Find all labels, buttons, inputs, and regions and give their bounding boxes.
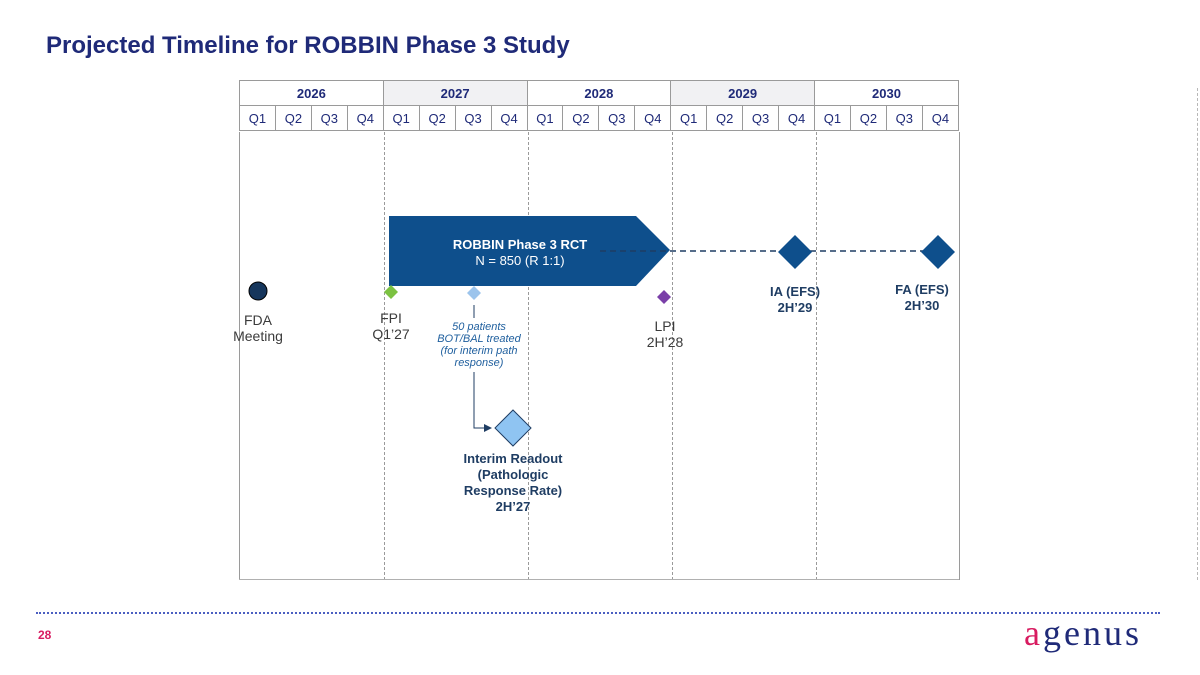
timeline-header-grid: 2026 2027 2028 2029 2030 Q1 Q2 Q3 Q4 Q1 … [239, 80, 960, 131]
quarter-cell: Q4 [346, 105, 384, 131]
quarter-cell: Q3 [885, 105, 923, 131]
quarter-cell: Q4 [490, 105, 528, 131]
fpi-label-line2: Q1’27 [372, 326, 410, 342]
fa-label-line1: FA (EFS) [895, 282, 949, 297]
timeline-baseline [239, 579, 959, 580]
page-title: Projected Timeline for ROBBIN Phase 3 St… [46, 32, 570, 59]
quarter-cell: Q1 [382, 105, 420, 131]
patients-label-line4: response) [454, 357, 504, 369]
fa-label-line2: 2H’30 [904, 298, 940, 313]
year-2030: 2030 [814, 80, 959, 106]
lpi-diamond-marker [657, 290, 671, 304]
quarter-cell: Q3 [310, 105, 348, 131]
quarter-cell: Q2 [418, 105, 456, 131]
interim-label-line2: (Pathologic [477, 467, 549, 482]
right-edge-line [1197, 88, 1198, 580]
quarter-cell: Q1 [670, 105, 708, 131]
quarter-cell: Q4 [778, 105, 815, 131]
patients-label: 50 patients BOT/BAL treated (for interim… [419, 321, 539, 369]
fda-label-line2: Meeting [233, 328, 283, 344]
rct-title: ROBBIN Phase 3 RCT [452, 237, 588, 252]
page-number: 28 [38, 628, 52, 642]
year-divider-line [239, 132, 240, 580]
ia-diamond-marker [778, 235, 812, 269]
interim-label-line3: Response Rate) [463, 483, 563, 498]
footer-divider [36, 612, 1160, 614]
lpi-label-line1: LPI [654, 318, 676, 334]
fpi-label: FPI Q1’27 [351, 310, 431, 342]
quarter-cell: Q4 [634, 105, 672, 131]
fda-label-line1: FDA [244, 312, 272, 328]
ia-label: IA (EFS) 2H’29 [755, 284, 835, 316]
year-divider-line [816, 132, 817, 580]
quarter-cell: Q3 [598, 105, 636, 131]
interim-label-line4: 2H’27 [495, 499, 531, 514]
rct-label: ROBBIN Phase 3 RCT N = 850 (R 1:1) [392, 237, 648, 269]
quarter-cell: Q1 [814, 105, 851, 131]
year-2028: 2028 [526, 80, 672, 106]
fda-meeting-marker [248, 281, 268, 301]
interim-readout-label: Interim Readout (Pathologic Response Rat… [448, 451, 578, 515]
quarter-cell: Q1 [239, 105, 276, 131]
agenus-logo: agenus [1024, 612, 1142, 654]
quarter-cell: Q2 [849, 105, 887, 131]
year-divider-line [384, 132, 385, 580]
rct-arrow-bar [389, 216, 670, 286]
lpi-label-line2: 2H’28 [646, 334, 684, 350]
quarter-cell: Q2 [706, 105, 744, 131]
quarter-cell: Q4 [921, 105, 960, 131]
ia-label-line2: 2H’29 [777, 300, 813, 315]
fpi-label-line1: FPI [380, 310, 402, 326]
year-2029: 2029 [670, 80, 815, 106]
fda-meeting-label: FDA Meeting [218, 312, 298, 344]
patients-label-line3: (for interim path [440, 345, 518, 357]
logo-first-letter: a [1024, 613, 1043, 653]
rct-subtitle: N = 850 (R 1:1) [475, 253, 565, 268]
quarter-row: Q1 Q2 Q3 Q4 Q1 Q2 Q3 Q4 Q1 Q2 Q3 Q4 Q1 Q… [239, 105, 960, 131]
year-divider-line [672, 132, 673, 580]
fa-diamond-marker [921, 235, 955, 269]
patients-label-line1: 50 patients [452, 321, 506, 333]
interim-readout-diamond [494, 409, 532, 447]
patients-diamond-marker [467, 286, 481, 300]
quarter-cell: Q2 [274, 105, 312, 131]
patients-label-line2: BOT/BAL treated [437, 333, 521, 345]
year-2026: 2026 [239, 80, 384, 106]
ia-label-line1: IA (EFS) [769, 284, 821, 299]
year-row: 2026 2027 2028 2029 2030 [239, 80, 959, 106]
interim-connector-arrow [473, 372, 492, 432]
interim-label-line1: Interim Readout [463, 451, 563, 466]
fpi-diamond-marker [384, 285, 398, 299]
logo-rest: genus [1042, 613, 1142, 653]
quarter-cell: Q3 [454, 105, 492, 131]
fa-label: FA (EFS) 2H’30 [880, 282, 964, 314]
lpi-label: LPI 2H’28 [625, 318, 705, 350]
year-divider-line [959, 132, 960, 580]
year-divider-line [528, 132, 529, 580]
